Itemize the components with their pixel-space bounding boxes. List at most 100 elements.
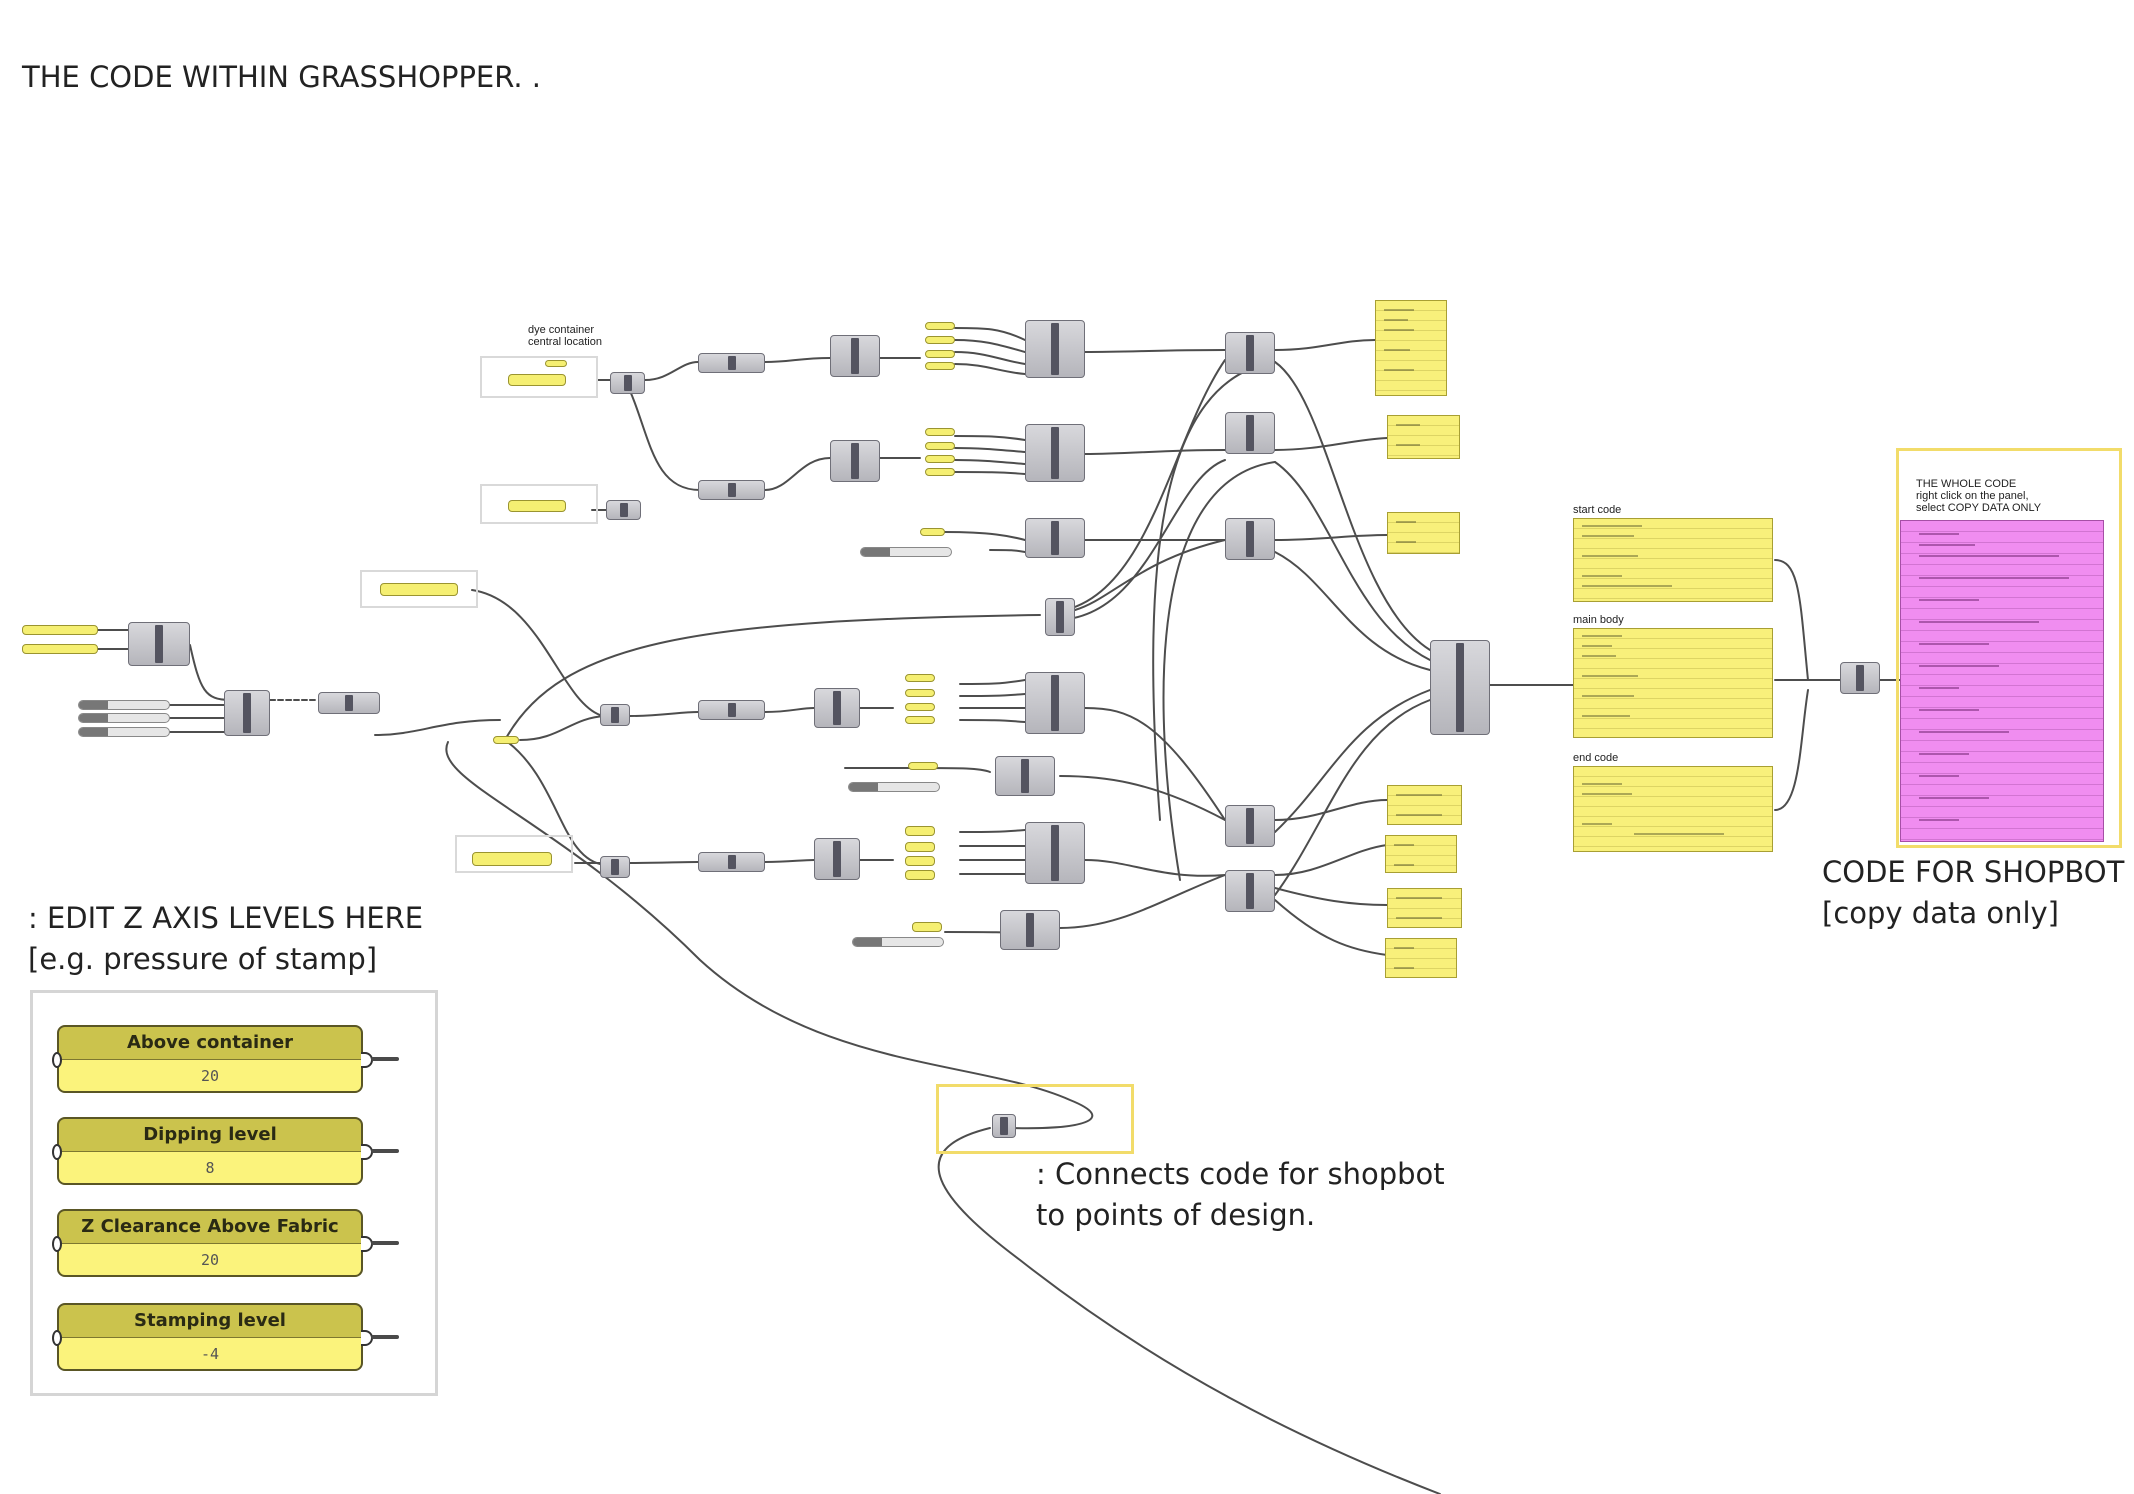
deconstruct-point[interactable] xyxy=(830,440,880,482)
number-param[interactable] xyxy=(908,762,938,770)
wire xyxy=(954,459,1026,465)
group-frame xyxy=(480,484,598,524)
wire xyxy=(644,361,699,381)
cull-component[interactable] xyxy=(1225,412,1275,454)
output-panel[interactable] xyxy=(1385,938,1457,978)
param-value[interactable]: 20 xyxy=(57,1059,363,1093)
number-param[interactable] xyxy=(905,689,935,697)
move-component[interactable] xyxy=(224,690,270,736)
deconstruct-point[interactable] xyxy=(814,688,860,728)
number-param[interactable] xyxy=(925,442,955,450)
input-grip[interactable] xyxy=(52,1330,62,1346)
number-slider[interactable] xyxy=(860,547,952,557)
construct-point[interactable] xyxy=(1025,672,1085,734)
cull-component[interactable] xyxy=(1225,518,1275,560)
wire xyxy=(1274,887,1388,906)
start-code-panel[interactable] xyxy=(1573,518,1773,602)
wire xyxy=(959,829,1026,833)
end-code-label: end code xyxy=(1573,752,1619,764)
number-param[interactable] xyxy=(905,870,935,880)
construct-point[interactable] xyxy=(1000,910,1060,950)
deconstruct-point[interactable] xyxy=(830,335,880,377)
z-level-stamping[interactable]: Stamping level -4 xyxy=(52,1303,399,1371)
end-code-panel[interactable] xyxy=(1573,766,1773,852)
vector-component[interactable] xyxy=(128,622,190,666)
number-slider[interactable] xyxy=(852,937,944,947)
construct-point[interactable] xyxy=(1025,518,1085,558)
output-panel[interactable] xyxy=(1375,300,1447,396)
number-param[interactable] xyxy=(472,852,552,866)
number-param[interactable] xyxy=(925,336,955,344)
number-slider[interactable] xyxy=(78,727,170,737)
connect-component[interactable] xyxy=(992,1114,1016,1138)
number-param[interactable] xyxy=(905,716,935,724)
deconstruct-component[interactable] xyxy=(600,704,630,726)
number-slider[interactable] xyxy=(848,782,940,792)
whole-code-panel[interactable] xyxy=(1900,520,2104,842)
list-item-component[interactable] xyxy=(1045,598,1075,636)
number-param[interactable] xyxy=(905,703,935,711)
output-panel[interactable] xyxy=(1387,888,1462,928)
point-param[interactable] xyxy=(508,374,566,386)
number-param[interactable] xyxy=(905,842,935,852)
z-level-clearance[interactable]: Z Clearance Above Fabric 20 xyxy=(52,1209,399,1277)
param-value[interactable]: -4 xyxy=(57,1337,363,1371)
group-frame xyxy=(455,835,573,873)
wire xyxy=(1084,349,1226,353)
output-panel[interactable] xyxy=(1387,415,1460,459)
construct-point[interactable] xyxy=(995,756,1055,796)
input-grip[interactable] xyxy=(52,1144,62,1160)
cull-component[interactable] xyxy=(1225,805,1275,847)
wire xyxy=(624,379,701,491)
z-level-dipping[interactable]: Dipping level 8 xyxy=(52,1117,399,1185)
number-param[interactable] xyxy=(925,455,955,463)
point-param[interactable] xyxy=(22,644,98,654)
relay-node[interactable] xyxy=(493,736,519,744)
construct-point[interactable] xyxy=(1025,320,1085,378)
number-param[interactable] xyxy=(905,674,935,682)
number-param[interactable] xyxy=(925,428,955,436)
wire xyxy=(954,339,1026,353)
number-slider[interactable] xyxy=(78,713,170,723)
expression-component[interactable] xyxy=(698,480,765,500)
point-param[interactable] xyxy=(22,625,98,635)
input-grip[interactable] xyxy=(52,1052,62,1068)
number-param[interactable] xyxy=(925,350,955,358)
deconstruct-component[interactable] xyxy=(610,372,645,394)
number-param[interactable] xyxy=(380,583,458,596)
number-param[interactable] xyxy=(925,322,955,330)
number-param[interactable] xyxy=(920,528,945,536)
param-value[interactable]: 20 xyxy=(57,1243,363,1277)
number-param[interactable] xyxy=(905,826,935,836)
expression-component[interactable] xyxy=(698,353,765,373)
number-param[interactable] xyxy=(925,362,955,370)
transform-component[interactable] xyxy=(318,692,380,714)
number-param[interactable] xyxy=(925,468,955,476)
toggle-param[interactable] xyxy=(545,360,567,367)
main-body-panel[interactable] xyxy=(1573,628,1773,738)
z-level-above-container[interactable]: Above container 20 xyxy=(52,1025,399,1093)
number-param[interactable] xyxy=(912,922,942,932)
join-text-component[interactable] xyxy=(1840,662,1880,694)
construct-point[interactable] xyxy=(1025,424,1085,482)
deconstruct-point[interactable] xyxy=(814,838,860,880)
number-slider[interactable] xyxy=(78,700,170,710)
param-value[interactable]: 8 xyxy=(57,1151,363,1185)
point-param[interactable] xyxy=(508,500,566,512)
number-param[interactable] xyxy=(905,856,935,866)
wire xyxy=(1162,461,1276,881)
deconstruct-component[interactable] xyxy=(606,500,641,520)
param-label: Dipping level xyxy=(57,1117,363,1151)
cull-component[interactable] xyxy=(1225,870,1275,912)
merge-component[interactable] xyxy=(1430,640,1490,735)
param-label: Z Clearance Above Fabric xyxy=(57,1209,363,1243)
output-panel[interactable] xyxy=(1387,785,1462,825)
construct-point[interactable] xyxy=(1025,822,1085,884)
deconstruct-component[interactable] xyxy=(600,856,630,878)
output-panel[interactable] xyxy=(1387,512,1460,554)
expression-component[interactable] xyxy=(698,700,765,720)
expression-component[interactable] xyxy=(698,852,765,872)
input-grip[interactable] xyxy=(52,1236,62,1252)
cull-component[interactable] xyxy=(1225,332,1275,374)
output-panel[interactable] xyxy=(1385,835,1457,873)
